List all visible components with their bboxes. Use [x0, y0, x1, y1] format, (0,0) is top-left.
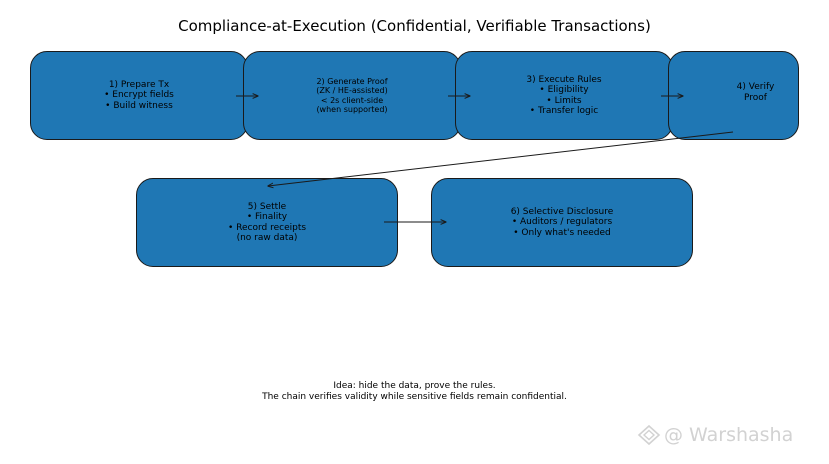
step-5-text: 5) Settle • Finality • Record receipts (… [228, 202, 306, 244]
step-3-execute-rules-box: 3) Execute Rules • Eligibility • Limits … [455, 51, 673, 140]
step-1-line-3: • Build witness [105, 100, 173, 111]
footer-line-2: The chain verifies validity while sensit… [262, 392, 567, 402]
diamond-logo-icon [637, 424, 661, 446]
step-5-line-1: 5) Settle [247, 201, 287, 212]
step-6-text: 6) Selective Disclosure • Auditors / reg… [511, 207, 614, 239]
step-6-line-1: 6) Selective Disclosure [510, 206, 614, 217]
step-3-line-3: • Limits [546, 95, 582, 106]
step-5-line-4: (no raw data) [236, 233, 298, 243]
step-2-line-4: (when supported) [316, 105, 388, 114]
step-1-prepare-tx-box: 1) Prepare Tx • Encrypt fields • Build w… [30, 51, 248, 140]
footer-note: Idea: hide the data, prove the rules. Th… [0, 381, 829, 403]
step-3-line-1: 3) Execute Rules [526, 74, 602, 85]
step-5-settle-box: 5) Settle • Finality • Record receipts (… [136, 178, 398, 267]
footer-line-1: Idea: hide the data, prove the rules. [333, 381, 496, 391]
step-2-line-3: < 2s client-side [320, 95, 384, 105]
step-6-line-2: • Auditors / regulators [511, 217, 613, 228]
step-1-line-1: 1) Prepare Tx [108, 79, 170, 90]
step-6-line-3: • Only what's needed [513, 227, 611, 238]
step-4-text: 4) Verify Proof [737, 82, 775, 103]
step-2-generate-proof-box: 2) Generate Proof (ZK / HE-assisted) < 2… [243, 51, 461, 140]
step-5-line-3: • Record receipts [227, 222, 307, 233]
step-3-line-4: • Transfer logic [529, 106, 599, 116]
step-6-selective-disclosure-box: 6) Selective Disclosure • Auditors / reg… [431, 178, 693, 267]
watermark: @ Warshasha [637, 424, 793, 446]
step-5-line-2: • Finality [246, 212, 288, 222]
step-1-text: 1) Prepare Tx • Encrypt fields • Build w… [104, 80, 174, 112]
step-2-line-2: (ZK / HE-assisted) [316, 86, 388, 95]
diagram-title: Compliance-at-Execution (Confidential, V… [178, 17, 651, 35]
step-3-line-2: • Eligibility [539, 85, 589, 95]
step-4-line-2: Proof [744, 92, 767, 103]
watermark-text: @ Warshasha [664, 424, 794, 446]
step-4-verify-proof-box: 4) Verify Proof [668, 51, 799, 140]
step-2-line-1: 2) Generate Proof [316, 76, 388, 86]
step-4-line-1: 4) Verify [736, 82, 775, 92]
step-1-line-2: • Encrypt fields [104, 90, 174, 101]
step-3-text: 3) Execute Rules • Eligibility • Limits … [526, 75, 601, 117]
step-2-text: 2) Generate Proof (ZK / HE-assisted) < 2… [316, 77, 387, 115]
